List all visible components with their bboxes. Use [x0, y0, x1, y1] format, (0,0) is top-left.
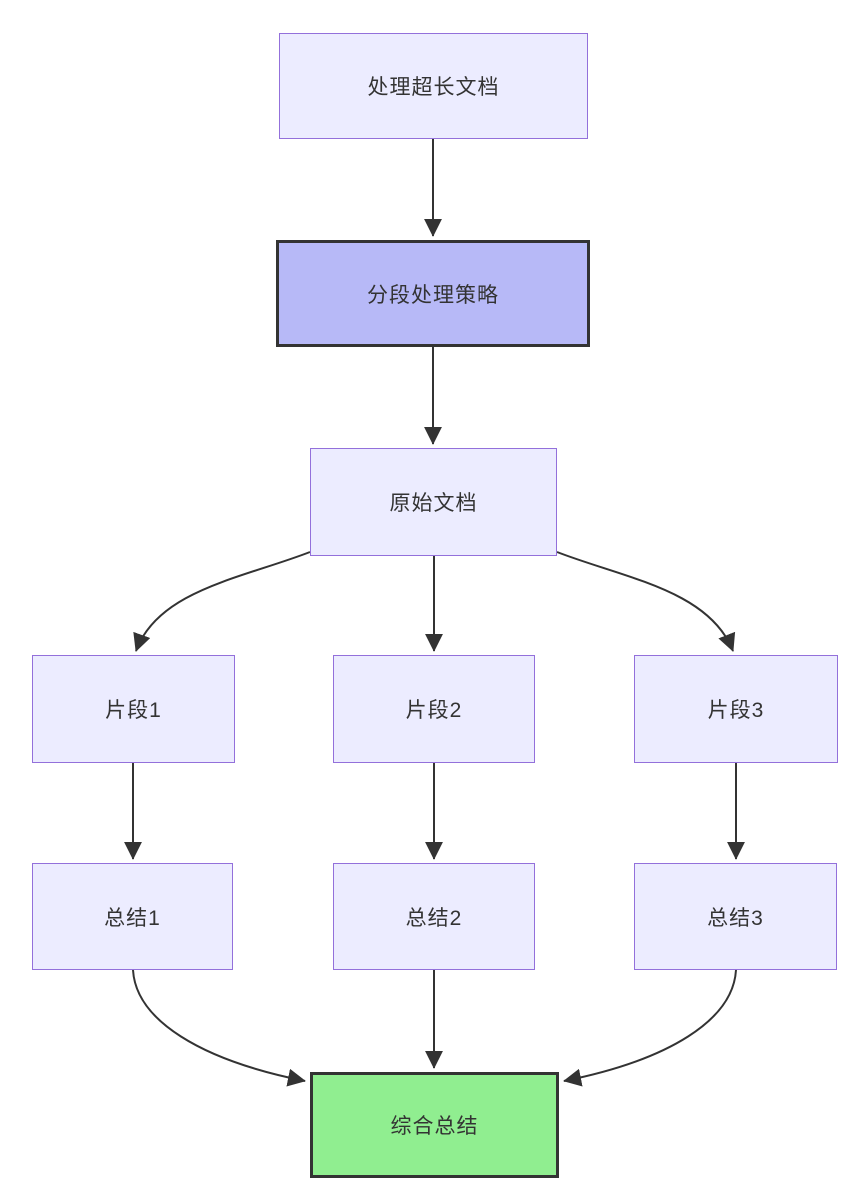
node-label: 原始文档 — [389, 492, 478, 515]
node-label: 处理超长文档 — [367, 76, 500, 99]
node-label: 分段处理策略 — [367, 283, 499, 307]
node-fragment-2: 片段2 — [333, 655, 535, 763]
node-fragment-1: 片段1 — [32, 655, 235, 763]
node-label: 综合总结 — [390, 1115, 479, 1138]
edge-c-d1 — [133, 551, 311, 652]
node-label: 总结3 — [707, 906, 764, 930]
node-segmentation-strategy: 分段处理策略 — [276, 240, 590, 347]
node-summary-1: 总结1 — [32, 863, 233, 970]
node-label: 总结2 — [405, 906, 463, 930]
node-original-document: 原始文档 — [310, 448, 557, 556]
node-summary-2: 总结2 — [333, 863, 535, 970]
node-final-summary: 综合总结 — [310, 1072, 559, 1178]
node-label: 片段2 — [405, 699, 463, 722]
edge-e3-f — [563, 969, 737, 1087]
node-process-long-doc: 处理超长文档 — [279, 33, 588, 139]
node-label: 片段3 — [707, 699, 765, 722]
edge-e1-f — [132, 969, 306, 1087]
node-fragment-3: 片段3 — [634, 655, 838, 763]
edge-c-d3 — [556, 551, 736, 652]
node-label: 总结1 — [104, 906, 161, 930]
node-summary-3: 总结3 — [634, 863, 837, 970]
node-label: 片段1 — [105, 699, 162, 722]
